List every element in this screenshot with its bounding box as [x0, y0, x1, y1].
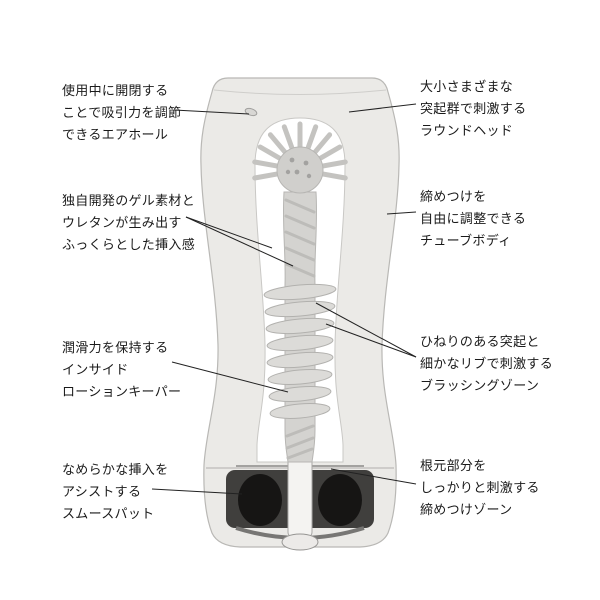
label-line: ラウンドヘッド	[420, 123, 514, 138]
center-stem	[287, 449, 313, 539]
callout-line-gel-material-a	[185, 216, 273, 249]
callout-label-round-head: 大小さまざまな 突起群で刺激する ラウンドヘッド	[420, 76, 526, 142]
callout-label-air-hole: 使用中に開閉する ことで吸引力を調節 できるエアホール	[62, 80, 181, 146]
round-head-ball	[276, 146, 324, 194]
label-line: スムースパット	[62, 506, 155, 521]
callout-lines	[151, 103, 417, 495]
callout-line-smooth-pad	[151, 488, 243, 495]
cup-rim-line	[213, 89, 387, 95]
rib-discs	[263, 283, 337, 419]
callout-line-tightening	[330, 468, 417, 485]
label-line: 細かなリブで刺激する	[420, 356, 554, 371]
callout-label-brushing-zone: ひねりのある突起と 細かなリブで刺激する ブラッシングゾーン	[420, 331, 553, 397]
label-line: アシストする	[62, 484, 142, 499]
label-line: インサイド	[62, 362, 129, 377]
label-line: 締めつけを	[420, 189, 487, 204]
label-line: ウレタンが生み出す	[62, 215, 182, 230]
label-line: 締めつけゾーン	[420, 502, 513, 517]
base-seal-left	[238, 474, 282, 526]
callout-line-brushing-a	[325, 323, 417, 358]
label-line: しっかりと刺激する	[420, 480, 540, 495]
label-line: ひねりのある突起と	[420, 334, 540, 349]
callout-line-tube-body	[386, 211, 417, 215]
head-dots	[285, 157, 312, 179]
label-line: なめらかな挿入を	[62, 462, 169, 477]
callout-line-lotion-keeper	[171, 361, 289, 393]
label-line: ブラッシングゾーン	[420, 378, 540, 393]
twist-texture-lower	[285, 424, 315, 460]
callout-label-gel-material: 独自開発のゲル素材と ウレタンが生み出す ふっくらとした挿入感	[62, 190, 195, 256]
callout-label-lotion-keeper: 潤滑力を保持する インサイド ローションキーパー	[62, 337, 181, 403]
label-line: 自由に調整できる	[420, 211, 527, 226]
label-line: 大小さまざまな	[420, 79, 514, 94]
stem-foot	[281, 533, 319, 551]
label-line: 突起群で刺激する	[420, 101, 527, 116]
label-line: 根元部分を	[420, 458, 487, 473]
label-line: ローションキーパー	[62, 384, 182, 399]
callout-line-air-hole	[173, 109, 250, 115]
callout-label-tube-body: 締めつけを 自由に調整できる チューブボディ	[420, 186, 526, 252]
label-line: ふっくらとした挿入感	[62, 237, 196, 252]
twist-texture-upper	[284, 198, 316, 278]
callout-line-round-head	[348, 103, 417, 113]
callout-line-brushing-b	[315, 302, 417, 358]
callout-label-smooth-pad: なめらかな挿入を アシストする スムースパット	[62, 459, 168, 525]
label-line: 潤滑力を保持する	[62, 340, 169, 355]
base-seal-right	[318, 474, 362, 526]
label-line: 独自開発のゲル素材と	[62, 193, 196, 208]
label-line: チューブボディ	[420, 233, 512, 248]
callout-label-tightening-zone: 根元部分を しっかりと刺激する 締めつけゾーン	[420, 455, 540, 521]
label-line: 使用中に開閉する	[62, 83, 169, 98]
label-line: できるエアホール	[62, 127, 169, 142]
callout-line-gel-material-b	[185, 216, 294, 267]
label-line: ことで吸引力を調節	[62, 105, 182, 120]
